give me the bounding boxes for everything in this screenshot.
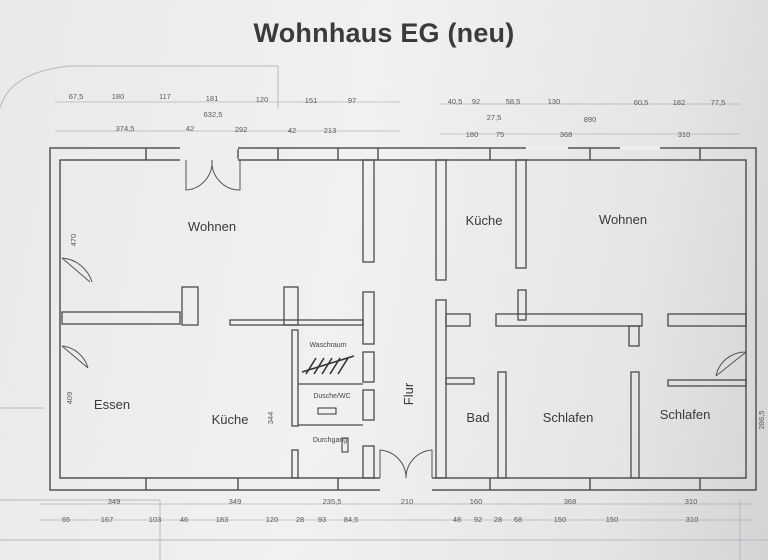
stair-hatching [301,355,355,375]
dim-label: 46 [180,515,188,524]
dim-label: 130 [548,97,561,106]
dim-label: 28 [494,515,502,524]
dimension-side: 470 409 344 286,5 [65,234,766,430]
room-label-kueche-right: Küche [466,213,503,228]
dimension-bottom-row-1: 349 349 235,5 210 160 368 310 [108,497,698,506]
room-label-essen: Essen [94,397,130,412]
dim-label: 117 [159,92,171,101]
room-label-wohnen-right: Wohnen [599,212,647,227]
dim-label: 310 [678,130,691,139]
room-label-dusche-wc: Dusche/WC [313,393,350,400]
dim-label: 67,5 [69,92,84,101]
dim-label: 84,5 [344,515,359,524]
dim-label: 286,5 [757,411,766,430]
dim-label: 409 [65,392,74,405]
dim-label: 180 [112,92,125,101]
room-label-bad: Bad [466,410,489,425]
dim-label: 183 [216,515,229,524]
dim-label: 210 [401,497,414,506]
room-label-schlafen-2: Schlafen [660,407,711,422]
room-label-durchgang: Durchgang [313,437,347,444]
dim-label: 310 [686,515,699,524]
room-label-waschraum: Waschraum [309,342,346,349]
dimension-lines [40,101,752,521]
dim-label: 182 [673,98,686,107]
dim-label: 97 [348,96,356,105]
dim-label: 93 [318,515,326,524]
dim-label: 213 [324,126,337,135]
room-labels: Wohnen Essen Küche Flur Küche Wohnen Bad… [94,212,710,444]
dim-label: 292 [235,125,248,134]
dim-label: 890 [584,115,597,124]
dim-label: 42 [288,126,296,135]
dimension-top-row-3: 180 75 368 310 [466,130,691,139]
dim-label: 368 [560,130,573,139]
door-swings [61,159,747,479]
dim-label: 77,5 [711,98,726,107]
dim-label: 368 [564,497,577,506]
dim-label: 60,5 [634,98,649,107]
site-outline [0,65,768,560]
room-label-kueche-left: Küche [212,412,249,427]
dim-label: 92 [474,515,482,524]
dim-label: 58,5 [506,97,521,106]
plan-title: Wohnhaus EG (neu) [253,18,515,48]
dim-label: 103 [149,515,162,524]
dim-label: 92 [472,97,480,106]
dim-label: 48 [453,515,461,524]
dim-label: 28 [296,515,304,524]
dim-label: 68 [514,515,522,524]
dim-label: 344 [266,412,275,425]
room-label-schlafen-1: Schlafen [543,410,594,425]
dim-label: 75 [496,130,504,139]
dim-label: 27,5 [487,113,502,122]
dim-label: 150 [554,515,567,524]
interior-walls [61,159,747,479]
dim-label: 235,5 [323,497,342,506]
dim-label: 42 [186,124,194,133]
exterior-walls [49,147,757,491]
wc-fixture [317,407,349,453]
dim-label: 120 [266,515,279,524]
dim-label: 374,5 [116,124,135,133]
dim-label: 120 [256,95,269,104]
room-label-flur: Flur [401,382,416,405]
dim-label: 470 [69,234,78,247]
dim-label: 167 [101,515,114,524]
dimension-top-row-1: 67,5 180 117 181 120 151 97 40,5 92 58,5… [69,92,726,107]
window-openings [180,146,660,492]
dim-label: 349 [229,497,242,506]
room-label-wohnen-left: Wohnen [188,219,236,234]
dim-label: 349 [108,497,121,506]
dim-label: 180 [466,130,479,139]
dim-label: 160 [470,497,483,506]
dim-label: 181 [206,94,219,103]
dim-label: 310 [685,497,698,506]
dim-label: 150 [606,515,619,524]
dimension-top-row-2: 374,5 42 292 42 213 27,5 890 632,5 [116,110,597,135]
dim-label: 40,5 [448,97,463,106]
dimension-bottom-row-2: 65 167 103 46 183 120 28 93 84,5 48 92 2… [62,515,698,524]
dim-label: 632,5 [204,110,223,119]
dim-label: 151 [305,96,318,105]
dim-label: 65 [62,515,70,524]
